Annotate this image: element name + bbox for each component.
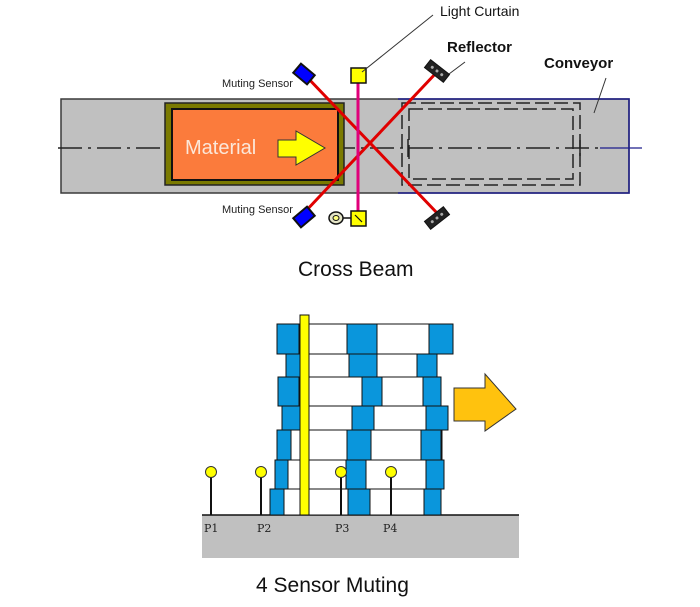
conveyor-belt (60, 98, 630, 194)
light-curtain-label: Light Curtain (440, 3, 519, 19)
block-blue (269, 488, 285, 516)
block-blue (361, 376, 383, 407)
block-blue (428, 323, 454, 355)
block-blue (277, 376, 300, 407)
block-blue (276, 429, 292, 461)
muting-beam-2 (301, 70, 439, 216)
block-stack (269, 323, 454, 516)
reflector-leader (448, 61, 466, 75)
block-blue (276, 323, 300, 355)
block-blue (416, 353, 438, 378)
block-blue (420, 429, 442, 461)
block-blue (422, 376, 442, 407)
floor (202, 515, 519, 558)
sensor-p1-label: P1 (204, 522, 218, 535)
sensor-head-p2-icon (255, 466, 267, 478)
block-blue (346, 323, 378, 355)
muting-beam-1 (303, 73, 440, 216)
block-blue (351, 405, 375, 431)
muting-sensor-bottom-label: Muting Sensor (222, 204, 293, 216)
muting-sensor-top (291, 62, 317, 86)
block-blue (348, 353, 378, 378)
sensor-p4-label: P4 (383, 522, 397, 535)
cross-beam-diagram: Material (58, 3, 642, 281)
sensor-head-p4-icon (385, 466, 397, 478)
light-curtain-pole (299, 314, 310, 516)
material-direction-arrow (277, 130, 326, 166)
block-blue (423, 488, 442, 516)
block-blue (345, 459, 367, 490)
four-sensor-caption: 4 Sensor Muting (256, 574, 409, 597)
sensor-p2-label: P2 (257, 522, 271, 535)
block-blue (281, 405, 301, 431)
reflector-label: Reflector (447, 39, 512, 56)
block-blue (346, 429, 372, 461)
block-blue (274, 459, 289, 490)
conveyor-leader (593, 77, 607, 114)
block-blue (347, 488, 371, 516)
sensor-head-p1-icon (205, 466, 217, 478)
reflector-top (423, 58, 451, 84)
block-blue (425, 405, 449, 431)
receiver-mark (354, 214, 363, 223)
sensor-head-p3-icon (335, 466, 347, 478)
material-label: Material (185, 137, 256, 159)
reflector-bottom (423, 205, 451, 231)
muting-sensor-bottom (291, 205, 317, 229)
connector-core (332, 215, 340, 221)
conveyor-outline (398, 98, 630, 194)
block-blue (285, 353, 301, 378)
muting-sensor-top-label: Muting Sensor (222, 78, 293, 90)
conveyor-label: Conveyor (544, 55, 613, 72)
four-sensor-diagram: P1 P2 P3 P4 4 Sensor Muting (202, 314, 519, 597)
light-curtain-leader (361, 14, 434, 73)
conveyor-direction-arrow (453, 372, 517, 432)
material-exit-position-inner (408, 108, 574, 180)
sensor-posts (205, 466, 397, 515)
block-blue (425, 459, 445, 490)
sensor-p3-label: P3 (335, 522, 349, 535)
cross-beam-caption: Cross Beam (298, 258, 414, 281)
